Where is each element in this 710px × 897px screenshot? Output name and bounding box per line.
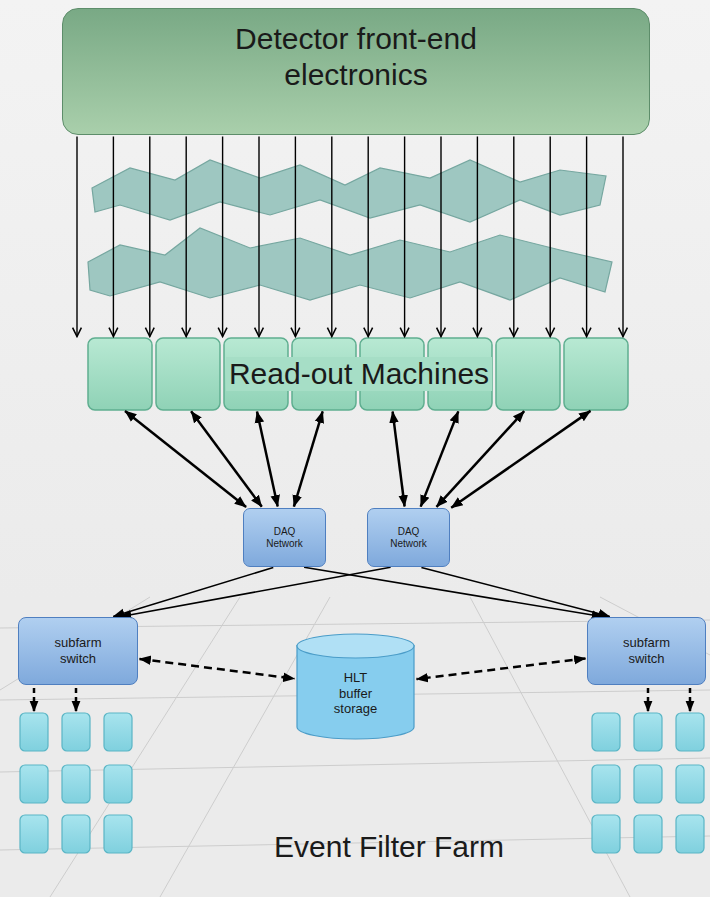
arrow-connector xyxy=(440,137,441,337)
cable-band xyxy=(88,228,612,300)
readout-machine-box xyxy=(496,338,560,410)
arrow-connector xyxy=(120,567,391,616)
arrow-connector xyxy=(513,137,514,337)
arrow-connector xyxy=(421,567,609,616)
cylinder-body xyxy=(297,645,414,739)
arrow-connector xyxy=(258,137,259,337)
farm-node-box xyxy=(592,713,620,751)
arrow-connector xyxy=(294,411,323,506)
arrow-connector xyxy=(421,411,459,506)
storage-cylinder: HLT buffer storage xyxy=(296,633,415,740)
node-label: DAQ Network xyxy=(260,526,310,549)
farm-node-box xyxy=(62,815,90,853)
dashed-arrow xyxy=(689,688,692,711)
arrow-connector xyxy=(149,137,150,337)
farm-node-box xyxy=(634,815,662,853)
text-group: DAQ Network xyxy=(384,526,434,549)
readout-machine-boxes xyxy=(88,338,628,410)
arrow-connector xyxy=(113,567,273,616)
farm-node-box xyxy=(62,713,90,751)
arrow-connector xyxy=(622,137,623,337)
farm-node-box xyxy=(634,713,662,751)
farm-node-box xyxy=(62,765,90,803)
dashed-arrow xyxy=(33,688,36,711)
farm-node-box xyxy=(20,713,48,751)
arrow-connector xyxy=(185,137,186,337)
area-label: Event Filter Farm xyxy=(274,830,504,864)
farm-node-box xyxy=(104,815,132,853)
arrow-connector xyxy=(331,137,332,337)
text-group: subfarm switch xyxy=(43,635,113,666)
arrow-connector xyxy=(550,137,551,337)
readout-machine-box xyxy=(156,338,220,410)
cylinder-top xyxy=(297,634,414,658)
node-label: subfarm switch xyxy=(43,635,113,666)
arrow-connector xyxy=(451,411,590,508)
arrow-connector xyxy=(437,411,525,507)
arrow-connector xyxy=(393,412,405,507)
farm-node-box xyxy=(676,765,704,803)
arrow-connector xyxy=(586,137,587,337)
readout-machine-box xyxy=(88,338,152,410)
arrow-connector xyxy=(191,411,262,507)
dashed-arrow xyxy=(75,688,78,711)
text-group: DAQ Network xyxy=(260,526,310,549)
farm-node-box xyxy=(592,815,620,853)
farm-node-box xyxy=(104,713,132,751)
arrow-connector xyxy=(368,137,369,337)
farm-node-box xyxy=(676,713,704,751)
floor-area xyxy=(0,597,710,897)
node-label: Detector front-end electronics xyxy=(186,21,526,93)
node-label: subfarm switch xyxy=(612,635,682,666)
farm-node-box xyxy=(104,765,132,803)
dashed-arrow xyxy=(647,688,650,711)
text-group: HLT buffer storage xyxy=(327,670,385,717)
subfarm-switch-box: subfarm switch xyxy=(587,617,706,685)
subfarm-switch-box: subfarm switch xyxy=(18,617,138,685)
arrow-connector xyxy=(257,412,278,507)
text-group: Detector front-end electronics xyxy=(186,21,526,93)
detector-box: Detector front-end electronics xyxy=(62,8,650,135)
dashed-connector xyxy=(140,659,295,679)
daq-network-box: DAQ Network xyxy=(367,508,450,567)
node-label: DAQ Network xyxy=(384,526,434,549)
farm-node-box xyxy=(20,765,48,803)
arrow-connector xyxy=(76,137,77,337)
text-group: subfarm switch xyxy=(612,635,682,666)
arrow-connector xyxy=(222,137,223,337)
floor-grid xyxy=(0,597,710,897)
node-label: Read-out Machines xyxy=(226,357,492,392)
farm-node-box xyxy=(676,815,704,853)
cable-band xyxy=(92,160,606,222)
arrow-connector xyxy=(295,137,296,337)
node-label: HLT buffer storage xyxy=(327,670,385,717)
arrow-connector xyxy=(404,137,405,337)
text-group: Read-out Machines xyxy=(226,357,492,392)
cable-bundle xyxy=(88,160,612,300)
dashed-connector xyxy=(417,658,586,679)
arrow-connector xyxy=(113,137,114,337)
arrow-connector xyxy=(477,137,478,337)
readout-machine-box xyxy=(564,338,628,410)
farm-node-box xyxy=(634,765,662,803)
farm-node-box xyxy=(592,765,620,803)
farm-node-box xyxy=(20,815,48,853)
readout-band: Read-out Machines xyxy=(88,338,630,410)
daq-network-box: DAQ Network xyxy=(243,508,326,567)
